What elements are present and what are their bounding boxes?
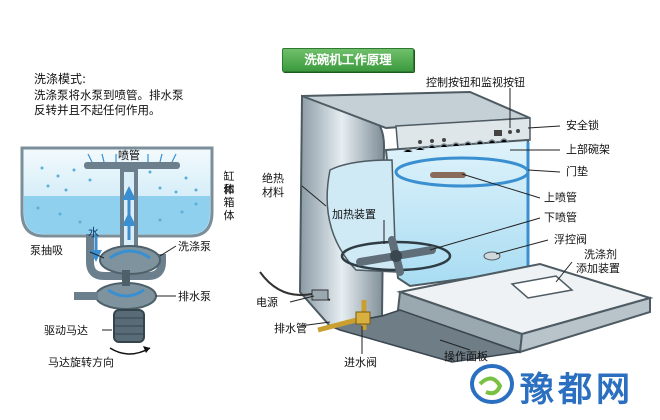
- wash-mode-description: 洗涤泵将水泵到喷管。排水泵 反转并且不起任何作用。: [34, 88, 234, 118]
- tank-water: [24, 196, 210, 234]
- label-heater: 加热装置: [332, 208, 376, 221]
- label-wash-pump: 洗涤泵: [178, 240, 211, 253]
- site-logo: 豫都网: [470, 356, 650, 412]
- upper-spray-arm: [430, 172, 466, 178]
- label-gasket: 门垫: [566, 165, 588, 178]
- label-spray-pipe: 喷管: [118, 149, 140, 162]
- logo-text: 豫都网: [520, 370, 634, 410]
- spray-arm: [84, 162, 180, 169]
- label-drain-pipe: 排水管: [274, 322, 307, 335]
- label-inlet-valve: 进水阀: [344, 356, 377, 369]
- label-insulation-1: 绝热: [262, 172, 284, 185]
- label-upper-spray: 上喷管: [544, 191, 577, 204]
- wash-mode-heading: 洗涤模式:: [34, 72, 87, 86]
- label-pump-suction: 泵抽吸: [30, 244, 63, 257]
- label-drain-pump: 排水泵: [178, 290, 211, 303]
- label-detergent-1: 洗涤剂: [584, 248, 617, 261]
- dishwasher: [259, 88, 654, 363]
- label-tank-3: 箱体: [223, 196, 235, 222]
- wash-mode-line-2: 反转并且不起任何作用。: [34, 103, 161, 117]
- label-tank-2: 和: [223, 183, 235, 196]
- label-water: 水: [88, 226, 99, 239]
- rack-wires: [403, 138, 509, 153]
- left-leaders: [89, 245, 177, 331]
- wash-schematic: [20, 146, 214, 355]
- label-control-buttons: 控制按钮和监视按钮: [426, 76, 525, 89]
- label-safety-lock: 安全锁: [566, 119, 599, 132]
- logo-icon: [470, 364, 514, 404]
- spray-drops: [36, 164, 198, 224]
- base: [327, 309, 521, 363]
- label-power: 电源: [256, 296, 278, 309]
- label-motor-rotation: 马达旋转方向: [48, 356, 114, 369]
- label-drive-motor: 驱动马达: [44, 324, 88, 337]
- control-buttons: [418, 129, 520, 144]
- label-insulation-2: 材料: [262, 186, 284, 199]
- diagram-title: 洗碗机工作原理: [282, 48, 414, 72]
- label-upper-rack: 上部碗架: [566, 143, 610, 156]
- label-tank-1: 缸体: [223, 170, 235, 196]
- right-leaders: [289, 88, 573, 354]
- spray-jets: [87, 153, 177, 163]
- label-float-valve: 浮控阀: [554, 233, 587, 246]
- label-detergent-2: 添加装置: [576, 262, 620, 275]
- label-lower-spray: 下喷管: [544, 211, 577, 224]
- wash-mode-line-1: 洗涤泵将水泵到喷管。排水泵: [34, 88, 184, 102]
- label-control-panel: 操作面板: [444, 350, 488, 363]
- insulation: [326, 159, 397, 273]
